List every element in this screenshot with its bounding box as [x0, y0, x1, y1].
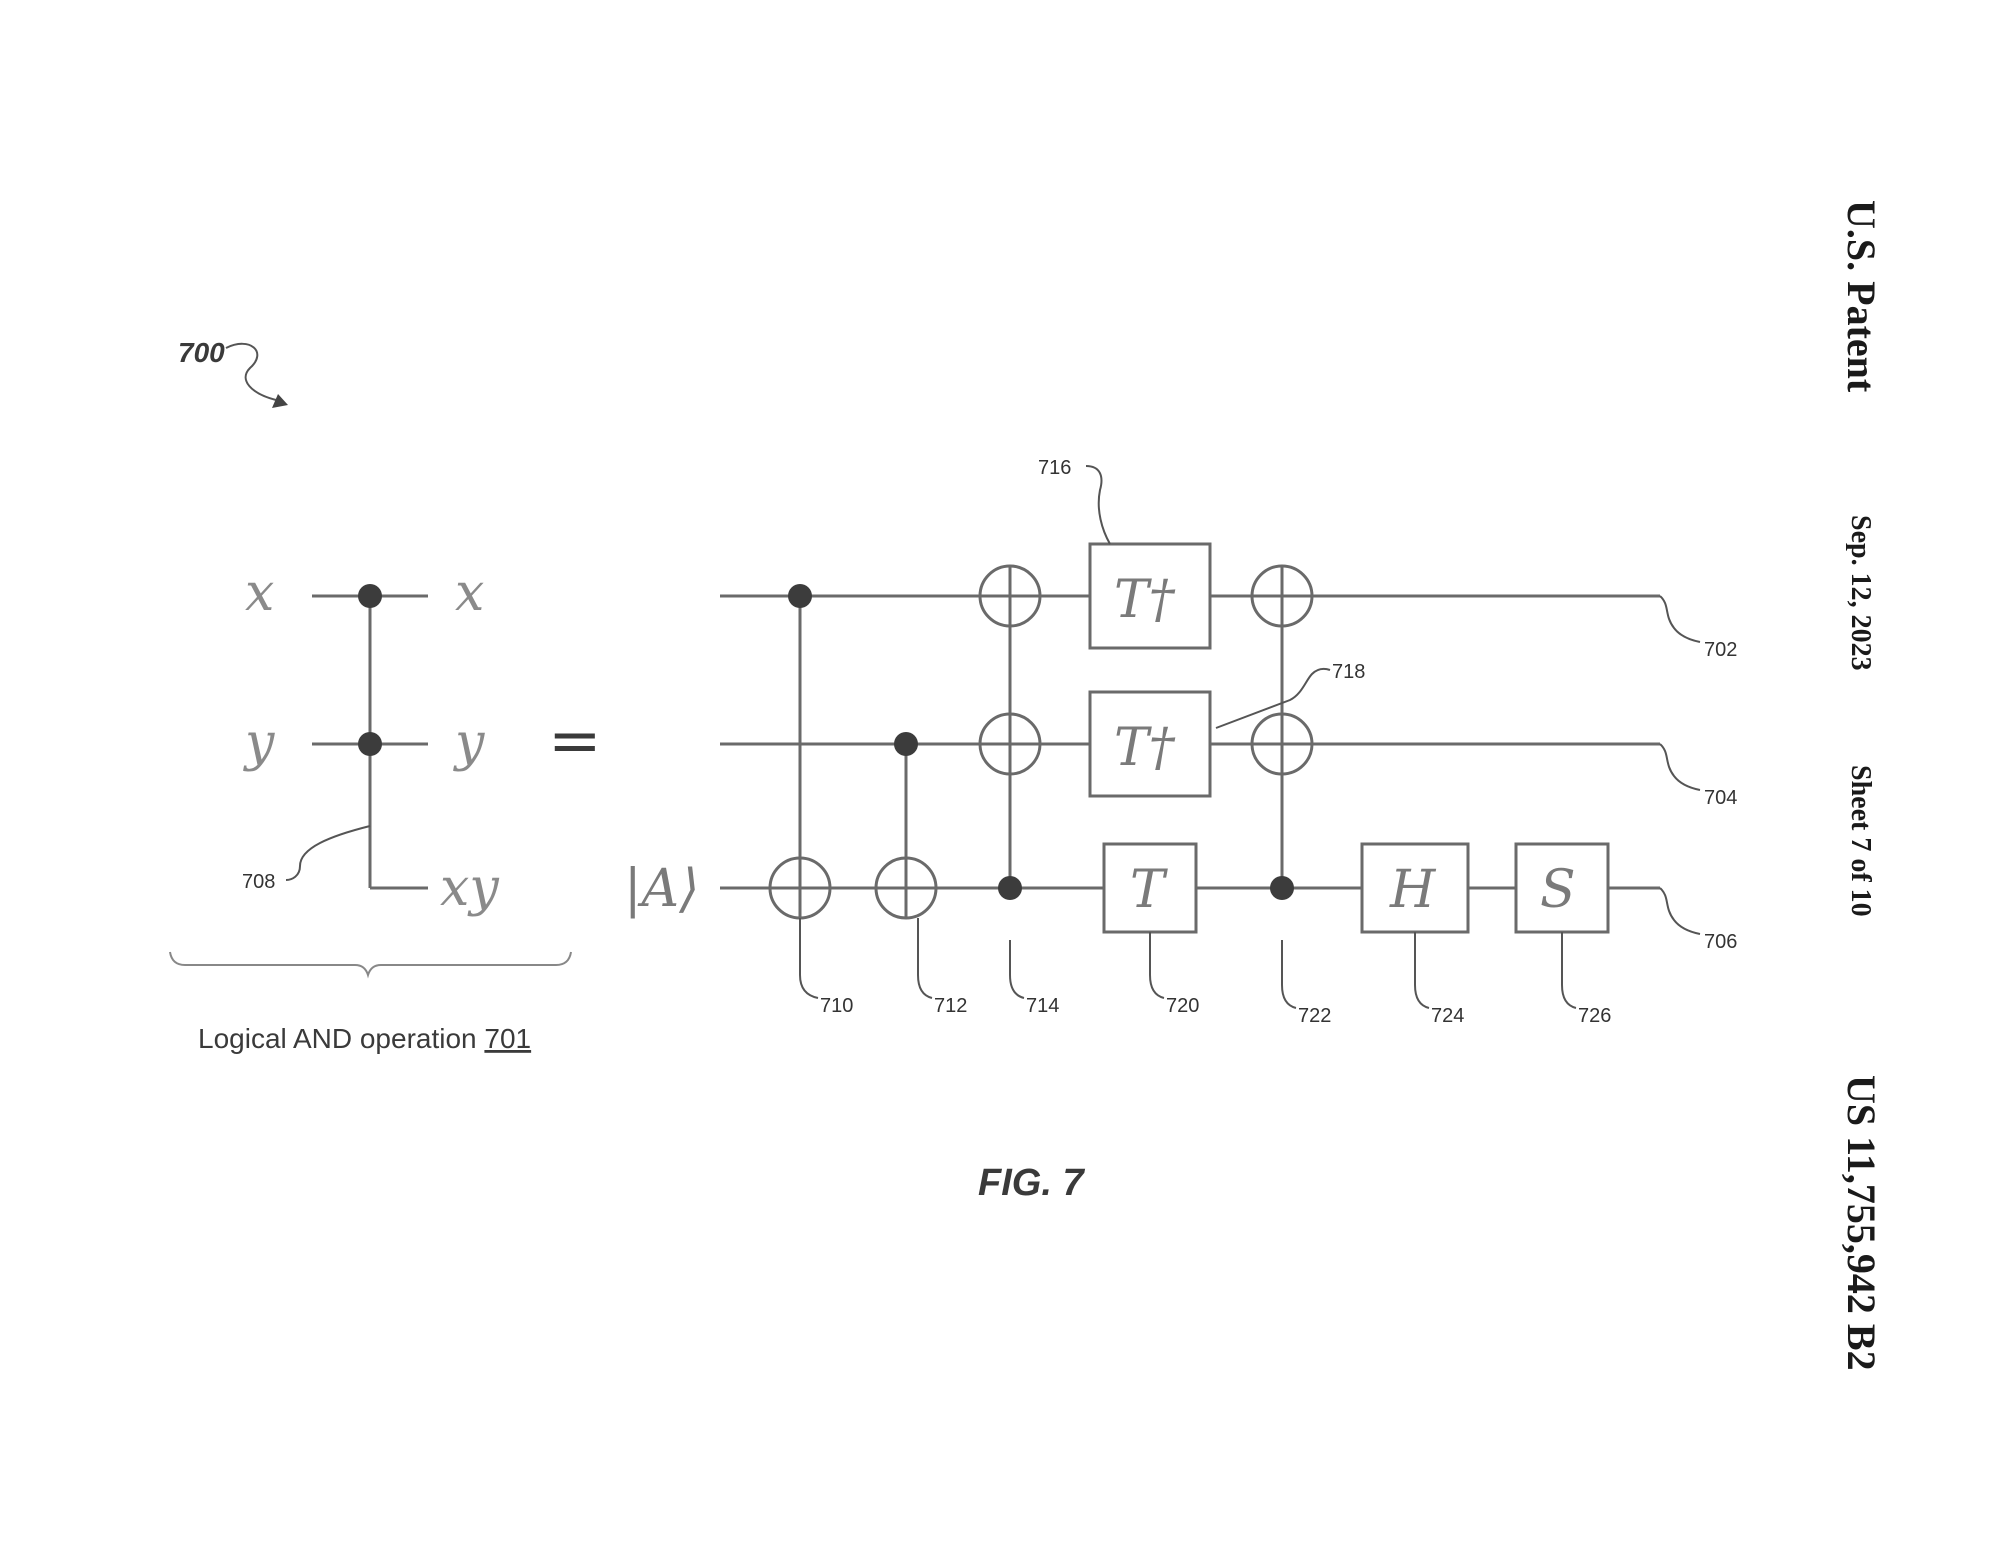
ref-722: 722 — [1298, 1005, 1331, 1027]
cnot-gate-722 — [1250, 564, 1314, 900]
ref-706-leader — [1659, 887, 1701, 935]
cnot-gate-710 — [768, 584, 832, 920]
and-input-y: y — [243, 713, 275, 773]
and-operation-caption: Logical AND operation 701 — [198, 1023, 531, 1054]
patent-number: US 11,755,942 B2 — [1839, 1075, 1884, 1371]
cnot-gate-714 — [978, 564, 1042, 900]
figure-ref-arrow — [225, 342, 277, 401]
cnot-714-control — [998, 876, 1022, 900]
cnot-714-target-top — [978, 564, 1042, 628]
s-gate-box — [1514, 842, 1610, 934]
t-gate: T — [1102, 842, 1198, 934]
ref-720: 720 — [1166, 995, 1199, 1017]
h-gate-box — [1360, 842, 1470, 934]
tdag-top-label: T† — [1114, 570, 1176, 630]
cnot-722-target-mid — [1250, 712, 1314, 776]
ref-706: 706 — [1704, 931, 1737, 953]
ref-718: 718 — [1332, 661, 1365, 683]
and-control-x — [358, 584, 382, 608]
ref-702: 702 — [1704, 639, 1737, 661]
ref-716: 716 — [1038, 457, 1071, 479]
ref-724-leader — [1414, 932, 1430, 1009]
ref-720-leader — [1149, 932, 1165, 999]
sheet-number: Sheet 7 of 10 — [1845, 765, 1876, 917]
ref-726-leader — [1561, 932, 1577, 1009]
ref-712: 712 — [934, 995, 967, 1017]
ref-710-leader — [799, 918, 819, 999]
cnot-712-control — [894, 732, 918, 756]
ref-710: 710 — [820, 995, 853, 1017]
patent-date: Sep. 12, 2023 — [1845, 515, 1876, 671]
h-gate-label: H — [1389, 860, 1437, 920]
and-operation-brace — [169, 951, 572, 979]
figure-ref-700: 700 — [178, 337, 288, 408]
ref-726: 726 — [1578, 1005, 1611, 1027]
and-caption-text: Logical AND operation — [198, 1023, 484, 1054]
cnot-722-control — [1270, 876, 1294, 900]
tdag-gate-mid: T† — [1088, 690, 1212, 798]
t-gate-box — [1102, 842, 1198, 934]
tdag-mid-box — [1088, 690, 1212, 798]
cnot-710-control — [788, 584, 812, 608]
ref-722-leader — [1281, 940, 1297, 1009]
ref-712-leader — [917, 918, 933, 999]
ref-714: 714 — [1026, 995, 1059, 1017]
tdag-mid-label: T† — [1114, 718, 1176, 778]
tdag-top-box — [1088, 542, 1212, 650]
patent-label: U.S. Patent — [1839, 200, 1884, 393]
and-input-x: x — [245, 563, 274, 623]
ref-704: 704 — [1704, 787, 1737, 809]
and-output-y: y — [453, 713, 485, 773]
cnot-712-target — [874, 856, 938, 920]
cnot-714-target-mid — [978, 712, 1042, 776]
ref-708: 708 — [242, 871, 275, 893]
ref-724: 724 — [1431, 1005, 1464, 1027]
and-output-x: x — [455, 563, 484, 623]
t-gate-label: T — [1130, 860, 1168, 920]
ref-708-leader — [285, 825, 371, 881]
s-gate: S — [1514, 842, 1610, 934]
and-output-xy: xy — [440, 858, 499, 918]
cnot-gate-712 — [874, 732, 938, 920]
ref-716-leader — [1085, 465, 1111, 545]
h-gate: H — [1360, 842, 1470, 934]
ref-704-leader — [1659, 743, 1701, 791]
ref-702-leader — [1659, 595, 1701, 643]
ref-714-leader — [1009, 940, 1025, 999]
decomposed-circuit: |A⟩ T† T† — [624, 457, 1737, 1027]
and-control-y — [358, 732, 382, 756]
ancilla-label: |A⟩ — [624, 859, 699, 919]
patent-header: U.S. Patent Sep. 12, 2023 Sheet 7 of 10 … — [1839, 200, 1884, 1371]
cnot-722-target-top — [1250, 564, 1314, 628]
figure-number-ref: 700 — [178, 337, 225, 368]
tdag-gate-top: T† — [1088, 542, 1212, 650]
equals-sign: = — [548, 704, 602, 778]
ref-718-leader — [1215, 667, 1331, 729]
figure-caption: FIG. 7 — [978, 1162, 1085, 1204]
and-operation-symbol: x y x y xy = 708 Logical AND operation 7… — [169, 563, 602, 1054]
and-caption-ref: 701 — [484, 1023, 531, 1054]
s-gate-label: S — [1540, 860, 1576, 920]
figure-ref-arrowhead — [272, 394, 288, 408]
